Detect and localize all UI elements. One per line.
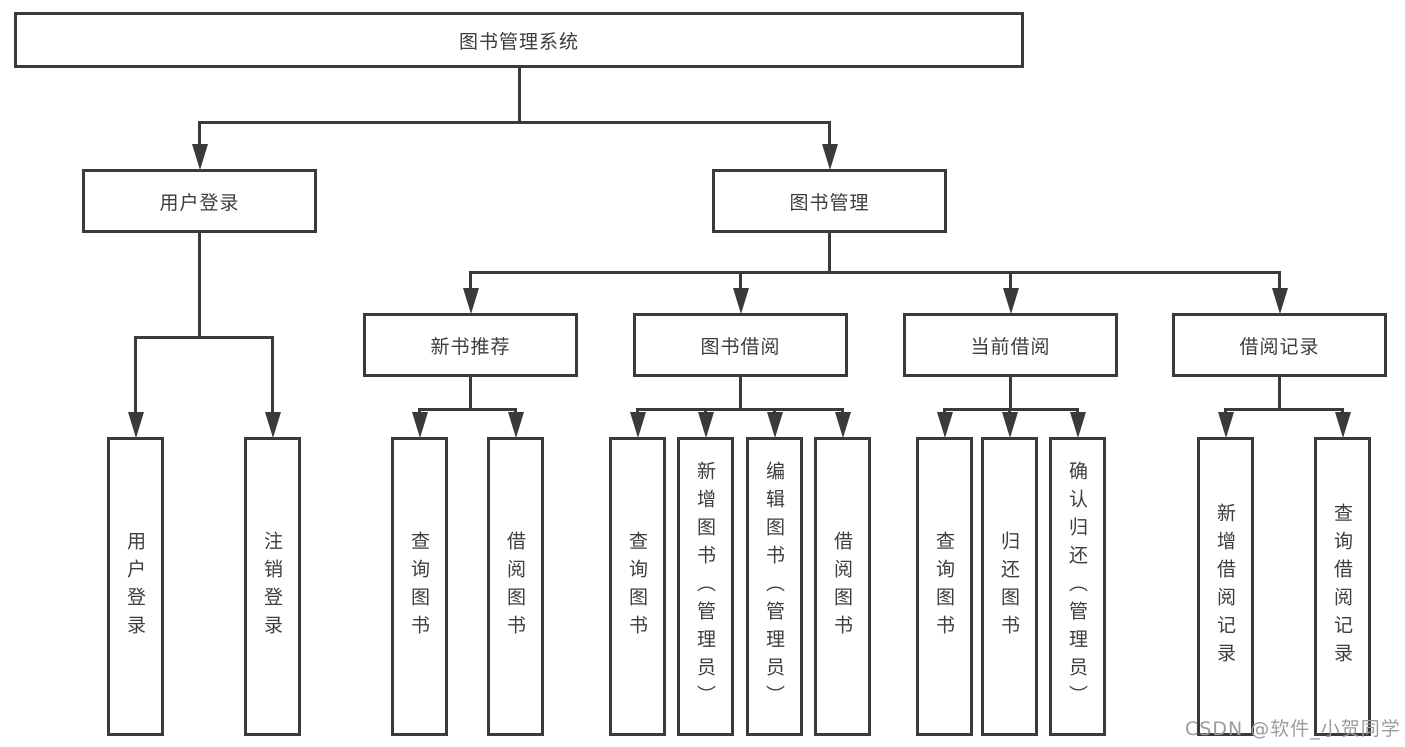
connector-line <box>1278 376 1281 411</box>
arrow-down-icon <box>264 412 281 438</box>
connector-line <box>739 271 742 295</box>
connector-line <box>469 376 472 411</box>
leaf-logout-label: 注销登录 <box>261 530 283 643</box>
arrow-down-icon <box>1217 412 1234 438</box>
connector-line <box>134 336 137 419</box>
arrow-down-icon <box>697 412 714 438</box>
connector-line <box>134 336 274 339</box>
node-borrow-record-label: 借阅记录 <box>1239 335 1320 358</box>
connector-line <box>1224 408 1344 411</box>
connector-line <box>739 376 742 411</box>
connector-line <box>1009 271 1012 295</box>
connector-line <box>517 67 521 124</box>
leaf-logout: 注销登录 <box>244 437 301 736</box>
leaf-borrow-books-2: 借阅图书 <box>814 437 871 736</box>
arrow-down-icon <box>629 412 646 438</box>
connector-line <box>943 408 1079 411</box>
leaf-add-borrow-record-label: 新增借阅记录 <box>1214 502 1236 671</box>
leaf-user-login: 用户登录 <box>107 437 164 736</box>
node-book-management: 图书管理 <box>712 169 947 233</box>
arrow-down-icon <box>834 412 851 438</box>
arrow-down-icon <box>1334 412 1351 438</box>
connector-line <box>636 408 844 411</box>
arrow-down-icon <box>462 288 479 314</box>
arrow-down-icon <box>766 412 783 438</box>
leaf-add-books-admin: 新增图书（管理员） <box>677 437 734 736</box>
node-new-book-recommend: 新书推荐 <box>363 313 578 377</box>
leaf-query-books-3: 查询图书 <box>916 437 973 736</box>
arrow-down-icon <box>936 412 953 438</box>
connector-line <box>469 271 1281 274</box>
connector-line <box>828 232 831 274</box>
arrow-down-icon <box>411 412 428 438</box>
node-book-borrow-label: 图书借阅 <box>700 335 781 358</box>
node-root-label: 图书管理系统 <box>458 30 579 53</box>
leaf-edit-books-admin-label: 编辑图书（管理员） <box>763 460 785 713</box>
arrow-down-icon <box>1001 412 1018 438</box>
leaf-edit-books-admin: 编辑图书（管理员） <box>746 437 803 736</box>
leaf-query-books-2-label: 查询图书 <box>626 530 648 643</box>
arrow-down-icon <box>1271 288 1288 314</box>
connector-line <box>828 121 831 151</box>
arrow-down-icon <box>1002 288 1019 314</box>
arrow-down-icon <box>127 412 144 438</box>
arrow-down-icon <box>1069 412 1086 438</box>
leaf-borrow-books-2-label: 借阅图书 <box>831 530 853 643</box>
leaf-return-books: 归还图书 <box>981 437 1038 736</box>
connector-line <box>418 408 517 411</box>
leaf-query-borrow-record-label: 查询借阅记录 <box>1331 502 1353 671</box>
node-book-borrow: 图书借阅 <box>633 313 848 377</box>
connector-line <box>198 232 201 339</box>
leaf-add-books-admin-label: 新增图书（管理员） <box>694 460 716 713</box>
connector-line <box>198 121 831 124</box>
leaf-add-borrow-record: 新增借阅记录 <box>1197 437 1254 736</box>
arrow-down-icon <box>191 144 208 170</box>
arrow-down-icon <box>732 288 749 314</box>
node-current-borrow: 当前借阅 <box>903 313 1118 377</box>
leaf-query-borrow-record: 查询借阅记录 <box>1314 437 1371 736</box>
connector-line <box>271 336 274 419</box>
node-user-login: 用户登录 <box>82 169 317 233</box>
leaf-borrow-books-1: 借阅图书 <box>487 437 544 736</box>
leaf-query-books-2: 查询图书 <box>609 437 666 736</box>
leaf-query-books-1-label: 查询图书 <box>408 530 430 643</box>
connector-line <box>1278 271 1281 295</box>
connector-line <box>1009 376 1012 411</box>
leaf-borrow-books-1-label: 借阅图书 <box>504 530 526 643</box>
leaf-user-login-label: 用户登录 <box>124 530 146 643</box>
arrow-down-icon <box>821 144 838 170</box>
leaf-query-books-1: 查询图书 <box>391 437 448 736</box>
node-book-management-label: 图书管理 <box>789 191 870 214</box>
node-root: 图书管理系统 <box>14 12 1024 68</box>
arrow-down-icon <box>507 412 524 438</box>
connector-line <box>198 121 201 151</box>
node-current-borrow-label: 当前借阅 <box>970 335 1051 358</box>
leaf-confirm-return-admin: 确认归还（管理员） <box>1049 437 1106 736</box>
node-new-book-recommend-label: 新书推荐 <box>430 335 511 358</box>
leaf-confirm-return-admin-label: 确认归还（管理员） <box>1066 460 1088 713</box>
leaf-return-books-label: 归还图书 <box>998 530 1020 643</box>
watermark: CSDN @软件_小贺同学 <box>1185 718 1401 740</box>
node-borrow-record: 借阅记录 <box>1172 313 1387 377</box>
node-user-login-label: 用户登录 <box>159 191 240 214</box>
connector-line <box>469 271 472 295</box>
leaf-query-books-3-label: 查询图书 <box>933 530 955 643</box>
